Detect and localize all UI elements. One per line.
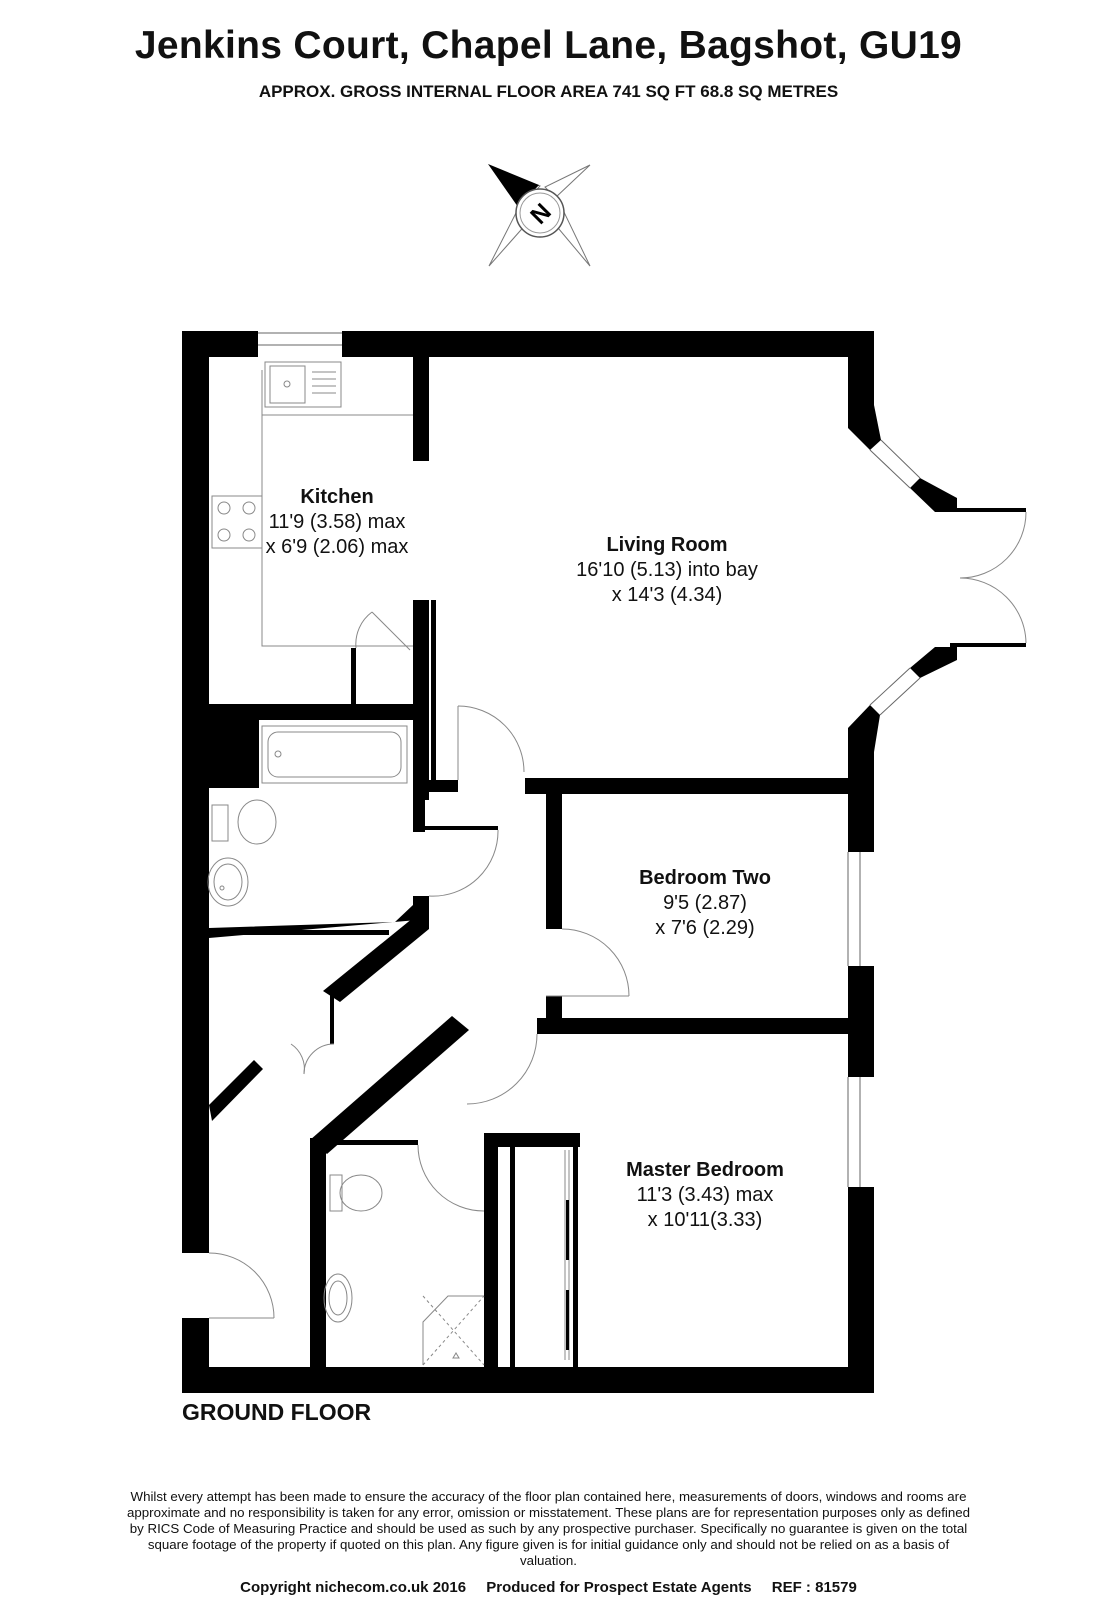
room-dimension: x 10'11(3.33): [647, 1209, 763, 1231]
reference-text: REF : 81579: [771, 1579, 857, 1596]
room-dimension: 11'9 (3.58) max: [268, 511, 406, 533]
copyright-text: Copyright nichecom.co.uk 2016: [240, 1579, 467, 1596]
windows: [258, 332, 921, 1187]
floor-area-subtitle: APPROX. GROSS INTERNAL FLOOR AREA 741 SQ…: [258, 82, 839, 101]
room-label-kitchen: Kitchen 11'9 (3.58) max x 6'9 (2.06) max: [262, 485, 412, 560]
walls: [182, 331, 1026, 1393]
page-title: Jenkins Court, Chapel Lane, Bagshot, GU1…: [134, 24, 963, 67]
room-name: Bedroom Two: [639, 867, 771, 889]
room-dimension: x 6'9 (2.06) max: [265, 536, 409, 558]
room-dimension: 16'10 (5.13) into bay: [576, 559, 758, 581]
floor-label: GROUND FLOOR: [182, 1399, 372, 1425]
room-dimension: 11'3 (3.43) max: [636, 1184, 774, 1206]
room-name: Living Room: [606, 534, 728, 556]
footer: Copyright nichecom.co.uk 2016 Produced f…: [0, 1579, 1097, 1596]
room-name: Kitchen: [300, 486, 374, 508]
disclaimer-text: Whilst every attempt has been made to en…: [126, 1489, 971, 1568]
room-label-living-room: Living Room 16'10 (5.13) into bay x 14'3…: [561, 533, 773, 608]
room-dimension: x 14'3 (4.34): [611, 584, 723, 606]
room-dimension: x 7'6 (2.29): [655, 917, 755, 939]
fixtures: [207, 361, 1027, 1366]
room-label-master-bedroom: Master Bedroom 11'3 (3.43) max x 10'11(3…: [605, 1158, 805, 1233]
wardrobe-door-marks: [566, 1200, 569, 1350]
room-name: Master Bedroom: [626, 1159, 784, 1181]
room-label-bedroom-two: Bedroom Two 9'5 (2.87) x 7'6 (2.29): [620, 866, 790, 941]
produced-for-text: Produced for Prospect Estate Agents: [486, 1579, 752, 1596]
compass-rose-icon: N: [488, 164, 591, 267]
room-dimension: 9'5 (2.87): [663, 892, 747, 914]
